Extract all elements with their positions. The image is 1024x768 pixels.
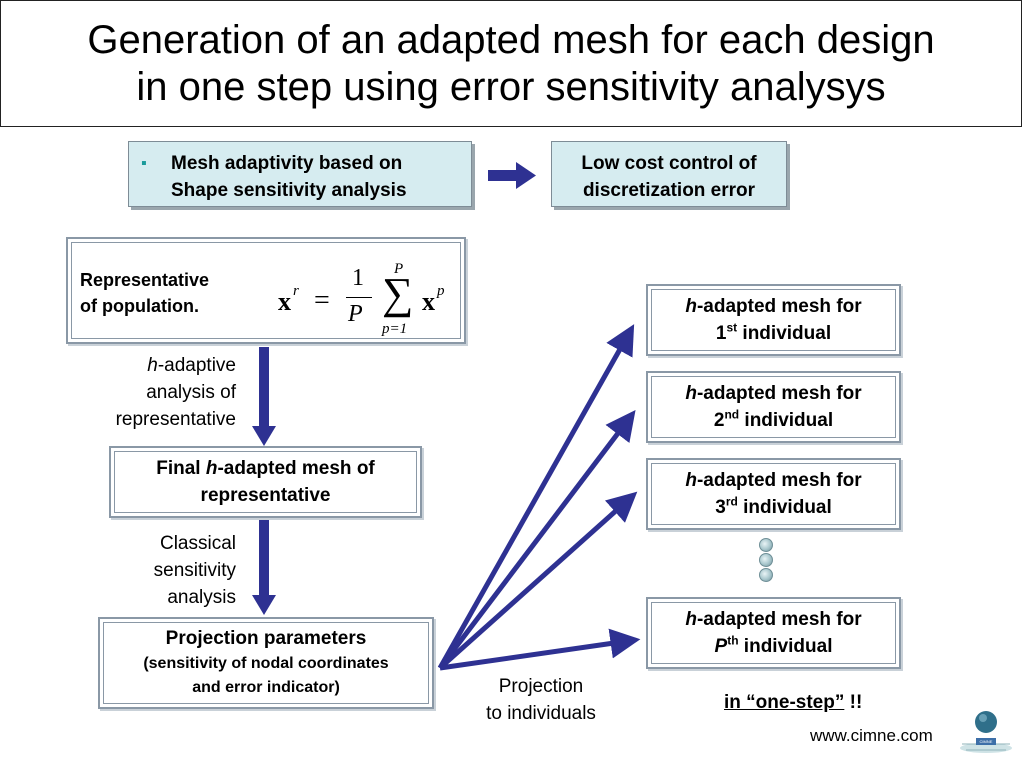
classical-line-2: sensitivity bbox=[153, 560, 236, 581]
final-mesh-post: -adapted mesh of bbox=[217, 458, 375, 479]
title-line-2: in one step using error sensitivity anal… bbox=[136, 64, 886, 109]
mesh-adaptivity-box: ▪ Mesh adaptivity based on Shape sensiti… bbox=[128, 141, 472, 207]
mesh-2-text: -adapted mesh for bbox=[696, 383, 862, 404]
final-mesh-pre: Final bbox=[156, 458, 206, 479]
mesh-adaptivity-line-1: Mesh adaptivity based on bbox=[171, 153, 403, 174]
final-mesh-h: h bbox=[205, 458, 218, 479]
h-adaptive-label: h-adaptive analysis of representative bbox=[80, 352, 236, 433]
mesh-p-text: -adapted mesh for bbox=[696, 609, 862, 630]
formula-lhs-sup: r bbox=[293, 283, 299, 299]
mesh-p-num: P bbox=[714, 636, 728, 657]
fan-arrow-3 bbox=[438, 491, 638, 670]
one-step-note: in “one-step” !! bbox=[724, 689, 862, 716]
globe-logo-icon bbox=[960, 711, 1012, 753]
fan-arrow-2 bbox=[438, 410, 636, 670]
mesh-p-suffix: individual bbox=[738, 636, 833, 657]
formula-numerator: 1 bbox=[352, 265, 364, 291]
low-cost-box: Low cost control of discretization error bbox=[551, 141, 787, 207]
mesh-3-num: 3 bbox=[715, 497, 726, 518]
mesh-1-num: 1 bbox=[715, 323, 727, 344]
mesh-box-2: h-adapted mesh for 2nd individual bbox=[646, 371, 901, 443]
title-box: Generation of an adapted mesh for each d… bbox=[0, 0, 1022, 127]
representative-label-line-2: of population. bbox=[80, 296, 199, 316]
footer-url[interactable]: www.cimne.com bbox=[810, 726, 933, 745]
bullet-icon: ▪ bbox=[141, 155, 147, 172]
fan-arrow-1 bbox=[437, 324, 635, 670]
cimne-logo: CIMNE bbox=[958, 708, 1014, 756]
representative-box: Representative of population. x r = 1 P … bbox=[66, 237, 466, 344]
mesh-p-sup: th bbox=[727, 633, 739, 648]
formula-sum-bottom: p=1 bbox=[382, 321, 408, 337]
mesh-box-p: h-adapted mesh for Pth individual bbox=[646, 597, 901, 669]
cimne-logo-text: CIMNE bbox=[979, 739, 993, 744]
formula-denominator: P bbox=[348, 301, 363, 327]
low-cost-line-2: discretization error bbox=[582, 180, 756, 201]
mesh-box-1: h-adapted mesh for 1st individual bbox=[646, 284, 901, 356]
low-cost-line-1: Low cost control of bbox=[581, 153, 757, 174]
final-mesh-box: Final h-adapted mesh of representative bbox=[109, 446, 422, 518]
projection-params-line-3: and error indicator) bbox=[192, 679, 340, 696]
mesh-2-h: h bbox=[685, 383, 697, 404]
projection-line-1: Projection bbox=[498, 676, 584, 697]
h-adaptive-line-2: analysis of bbox=[146, 382, 236, 403]
sum-symbol-icon: ∑ bbox=[382, 269, 414, 318]
representative-label-line-1: Representative bbox=[80, 270, 210, 290]
mesh-3-sup: rd bbox=[725, 494, 738, 509]
h-adaptive-line-3: representative bbox=[115, 409, 236, 430]
formula-rhs-sup: p bbox=[437, 283, 445, 299]
ellipsis-dots-icon bbox=[759, 538, 773, 583]
down-arrow-1-icon bbox=[252, 347, 276, 446]
mesh-box-3: h-adapted mesh for 3rd individual bbox=[646, 458, 901, 530]
h-adaptive-rest: -adaptive bbox=[157, 355, 236, 376]
projection-line-2: to individuals bbox=[486, 703, 596, 724]
one-step-underlined: in “one-step” bbox=[724, 692, 845, 713]
mesh-p-h: h bbox=[685, 609, 697, 630]
h-adaptive-h: h bbox=[147, 355, 158, 376]
classical-line-1: Classical bbox=[159, 533, 236, 554]
down-arrow-2-icon bbox=[252, 520, 276, 615]
mesh-adaptivity-line-2: Shape sensitivity analysis bbox=[171, 180, 407, 201]
projection-params-line-1: Projection parameters bbox=[165, 628, 367, 649]
formula-equals: = bbox=[314, 285, 330, 316]
mesh-2-sup: nd bbox=[724, 407, 740, 422]
formula-lhs-x: x bbox=[278, 287, 291, 316]
projection-parameters-box: Projection parameters (sensitivity of no… bbox=[98, 617, 434, 709]
mesh-3-text: -adapted mesh for bbox=[696, 470, 862, 491]
formula-rhs-x: x bbox=[422, 287, 435, 316]
formula-sum-top: P bbox=[394, 261, 404, 277]
title-line-1: Generation of an adapted mesh for each d… bbox=[87, 17, 935, 62]
one-step-exclaim: !! bbox=[844, 692, 863, 713]
classical-sensitivity-label: Classical sensitivity analysis bbox=[80, 530, 236, 611]
mesh-2-suffix: individual bbox=[739, 410, 834, 431]
fan-arrow-p bbox=[439, 628, 641, 671]
mesh-2-num: 2 bbox=[713, 410, 725, 431]
mesh-1-h: h bbox=[685, 296, 697, 317]
mesh-3-h: h bbox=[685, 470, 697, 491]
mesh-1-suffix: individual bbox=[737, 323, 832, 344]
mesh-1-sup: st bbox=[726, 320, 738, 335]
mesh-3-suffix: individual bbox=[737, 497, 832, 518]
classical-line-3: analysis bbox=[167, 587, 236, 608]
final-mesh-line-2: representative bbox=[200, 485, 331, 506]
projection-params-line-2: (sensitivity of nodal coordinates bbox=[143, 655, 389, 672]
average-formula: x r = 1 P P ∑ p=1 x p bbox=[274, 257, 464, 341]
projection-to-individuals-label: Projection to individuals bbox=[466, 673, 616, 727]
mesh-1-text: -adapted mesh for bbox=[696, 296, 862, 317]
top-right-arrow-icon bbox=[488, 162, 536, 189]
